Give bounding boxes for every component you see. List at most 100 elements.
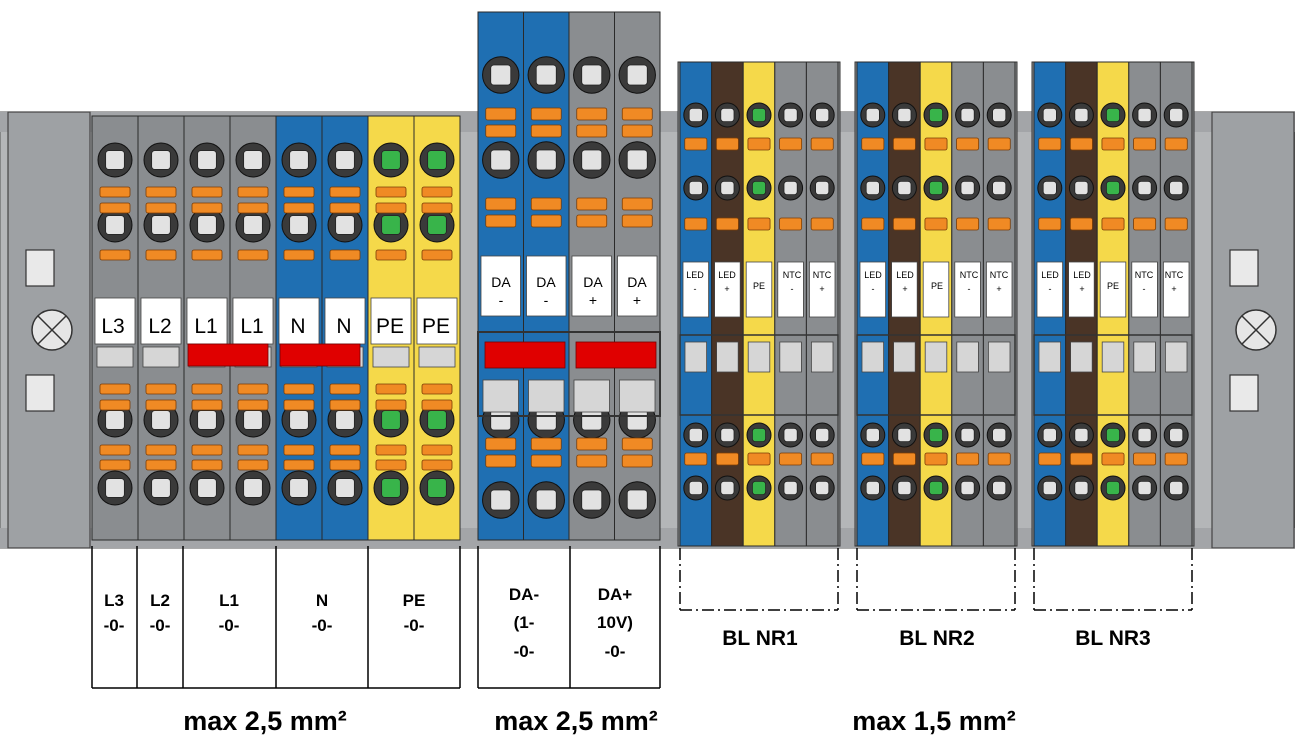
lever-b0-0 (485, 107, 517, 121)
clamp-insert-c2_2-2 (1106, 427, 1121, 442)
lever-a2-1 (191, 202, 223, 214)
bl-brackets (679, 548, 1193, 611)
marker-plate-a3 (232, 297, 274, 345)
bl3-led-plus-sign: + (1079, 284, 1084, 294)
bridge-l1 (187, 343, 269, 367)
lever-c1_4-2 (987, 452, 1011, 466)
clamp-insert-a3-3 (243, 478, 263, 498)
clamp-insert-a7-3 (427, 478, 447, 498)
lever-c1_2-2 (924, 452, 948, 466)
end-bracket-window-top-right (1229, 249, 1259, 287)
clamp-insert-c1_4-0 (992, 108, 1007, 123)
marker-l3: L3 (101, 315, 124, 338)
lever-b3-2 (621, 197, 653, 211)
lever-a7-0 (421, 186, 453, 198)
clamp-insert-b1-2 (535, 409, 557, 431)
bl-bridge-frame-2 (856, 334, 1016, 416)
marker-plate-b1 (526, 255, 567, 317)
clamp-insert-a2-2 (197, 410, 217, 430)
lever-c0_4-0 (810, 137, 834, 151)
clamp-insert-c0_2-2 (752, 427, 767, 442)
marker-plate-b3 (617, 255, 658, 317)
lever-a7-1 (421, 202, 453, 214)
lever-c2_4-1 (1164, 217, 1188, 231)
marker-plate-c2_1 (1068, 261, 1095, 318)
lever-a1-6 (145, 459, 177, 471)
clamp-insert-c0_4-1 (815, 180, 830, 195)
lever-c1_0-1 (861, 217, 885, 231)
lever-a2-2 (191, 249, 223, 261)
lever-c0_3-0 (779, 137, 803, 151)
bottom-label-da-plus-3: -0- (605, 642, 626, 661)
lever-c1_3-2 (956, 452, 980, 466)
clamp-insert-c2_1-3 (1074, 480, 1089, 495)
lever-c0_2-2 (747, 452, 771, 466)
bottom-label-da-minus: DA- (509, 585, 539, 604)
lever-c0_0-0 (684, 137, 708, 151)
bottom-label-l1: L1 (219, 591, 239, 610)
clamp-insert-c1_0-3 (865, 480, 880, 495)
marker-l1: L1 (194, 315, 217, 338)
bl3-ntc-plus-sign: + (1171, 284, 1176, 294)
lever-a5-4 (329, 399, 361, 411)
marker-plate-c0_4 (809, 261, 836, 318)
lever-c2_4-2 (1164, 452, 1188, 466)
lever-c1_1-2 (892, 452, 916, 466)
marker-plate-c1_2 (922, 261, 950, 318)
clamp-insert-c0_3-2 (783, 427, 798, 442)
clamp-insert-b1-3 (535, 489, 557, 511)
lever-c1_4-1 (987, 217, 1011, 231)
marker-plate-a4 (278, 297, 320, 345)
lever-c2_0-1 (1038, 217, 1062, 231)
group-a-markers: L3 L2 L1 L1 N N PE PE (101, 315, 450, 338)
bl1-led-plus-sign: + (724, 284, 729, 294)
clamp-insert-c0_2-3 (752, 480, 767, 495)
clamp-insert-b0-1 (490, 149, 512, 171)
end-bracket-window-bottom-left (25, 374, 55, 412)
lever-c1_0-2 (861, 452, 885, 466)
lever-a1-0 (145, 186, 177, 198)
lever-b1-1 (530, 124, 562, 138)
bridge-da-minus (484, 341, 566, 369)
end-bracket-screw-x2-right (1241, 315, 1271, 345)
test-window-c0_1 (716, 341, 739, 373)
clamp-insert-c0_1-3 (720, 480, 735, 495)
lever-b2-4 (576, 437, 608, 451)
bridge-da-plus (575, 341, 657, 369)
marker-da-minus-2-sign: - (544, 292, 549, 308)
bl2-ntc-plus: NTC (990, 270, 1009, 280)
lever-a4-1 (283, 202, 315, 214)
lever-b2-5 (576, 454, 608, 468)
bottom-label-l3: L3 (104, 591, 124, 610)
lever-a6-1 (375, 202, 407, 214)
bl-bridge-frame-1 (679, 334, 839, 416)
clamp-insert-a1-0 (151, 150, 171, 170)
caption-group-a: max 2,5 mm² (183, 706, 347, 736)
test-window-c1_0 (861, 341, 885, 373)
lever-a5-6 (329, 459, 361, 471)
lever-a0-4 (99, 399, 131, 411)
clamp-insert-a1-1 (151, 215, 171, 235)
clamp-insert-b1-1 (535, 149, 557, 171)
lever-a7-4 (421, 399, 453, 411)
lever-b3-4 (621, 437, 653, 451)
clamp-insert-c0_0-3 (688, 480, 703, 495)
lever-c1_4-0 (987, 137, 1011, 151)
lever-a7-3 (421, 383, 453, 395)
clamp-insert-c0_1-2 (720, 427, 735, 442)
lever-a6-4 (375, 399, 407, 411)
lever-b3-0 (621, 107, 653, 121)
clamp-insert-c1_0-1 (865, 180, 880, 195)
lever-a5-3 (329, 383, 361, 395)
lever-a4-2 (283, 249, 315, 261)
clamp-insert-c0_1-1 (720, 180, 735, 195)
test-window-a1 (142, 346, 180, 368)
lever-b3-5 (621, 454, 653, 468)
lever-c1_0-0 (861, 137, 885, 151)
end-bracket-screw-x2-left (37, 315, 67, 345)
clamp-insert-b1-0 (535, 64, 557, 86)
marker-da-plus-1: DA (583, 274, 603, 290)
clamp-insert-c0_2-1 (752, 180, 767, 195)
lever-b1-2 (530, 197, 562, 211)
bl2-ntc-plus-sign: + (996, 284, 1001, 294)
